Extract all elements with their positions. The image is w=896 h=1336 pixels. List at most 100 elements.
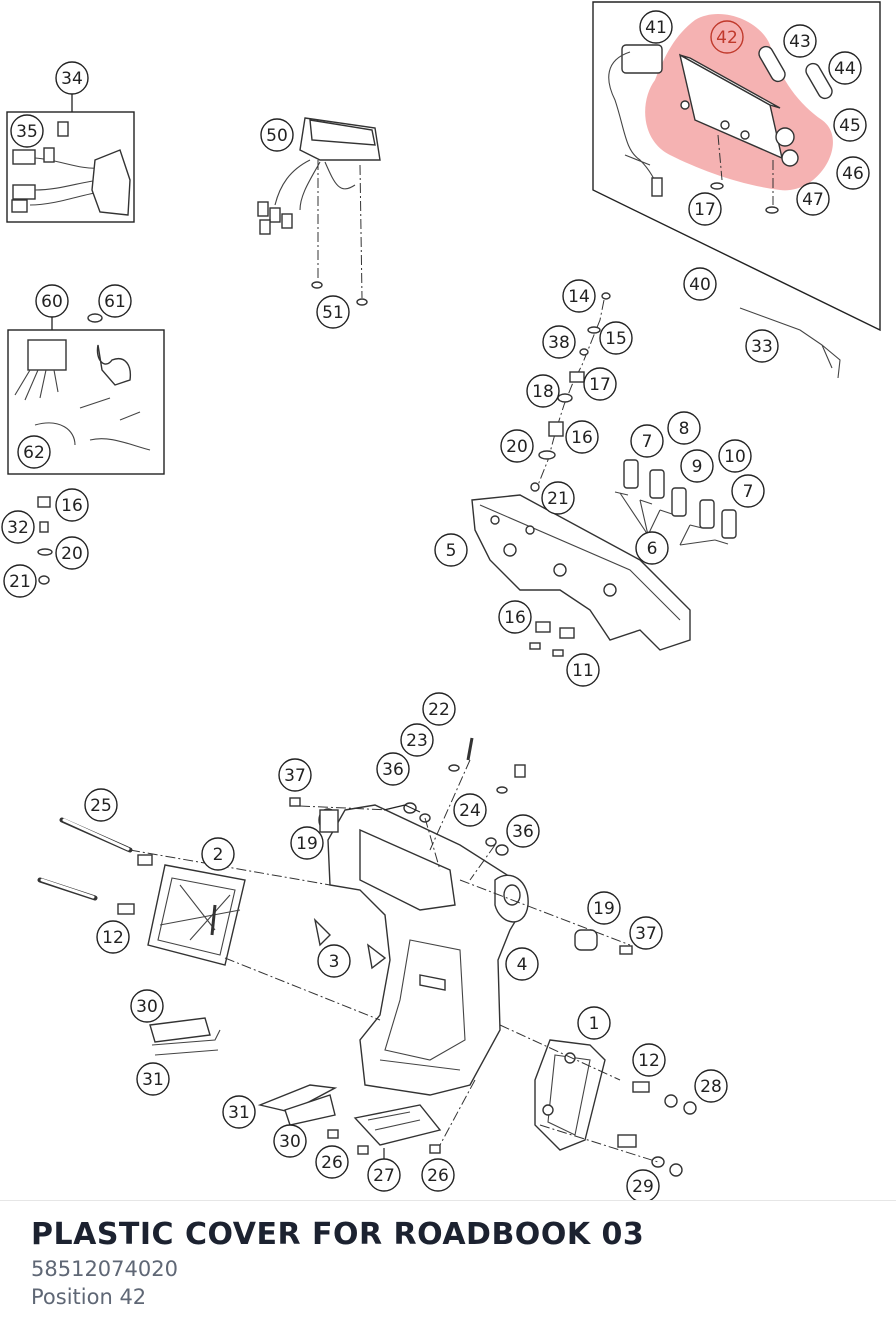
callout-label: 3 bbox=[329, 952, 340, 972]
part-2-plate bbox=[147, 864, 246, 966]
callout-35[interactable]: 35 bbox=[10, 114, 44, 148]
callout-21[interactable]: 21 bbox=[541, 481, 575, 515]
callout-33[interactable]: 33 bbox=[745, 329, 779, 363]
callout-32[interactable]: 32 bbox=[1, 510, 35, 544]
callout-label: 22 bbox=[428, 700, 450, 720]
callout-62[interactable]: 62 bbox=[17, 435, 51, 469]
callout-26[interactable]: 26 bbox=[421, 1158, 455, 1192]
callout-27[interactable]: 27 bbox=[367, 1158, 401, 1192]
callout-label: 14 bbox=[568, 287, 590, 307]
callout-61[interactable]: 61 bbox=[98, 284, 132, 318]
callout-40[interactable]: 40 bbox=[683, 267, 717, 301]
callout-label: 1 bbox=[589, 1014, 600, 1034]
part-4-main-frame bbox=[327, 804, 529, 1096]
part-43-ring bbox=[758, 45, 786, 83]
callout-26[interactable]: 26 bbox=[315, 1145, 349, 1179]
callout-1[interactable]: 1 bbox=[577, 1006, 611, 1040]
part-title: PLASTIC COVER FOR ROADBOOK 03 bbox=[31, 1217, 645, 1252]
callout-51[interactable]: 51 bbox=[316, 295, 350, 329]
callout-label: 6 bbox=[647, 539, 658, 559]
callout-label: 26 bbox=[427, 1166, 449, 1186]
pins-7-10 bbox=[614, 459, 737, 546]
part-info-footer: PLASTIC COVER FOR ROADBOOK 03 5851207402… bbox=[0, 1200, 896, 1336]
callout-12[interactable]: 12 bbox=[632, 1043, 666, 1077]
callout-37[interactable]: 37 bbox=[278, 758, 312, 792]
callout-7[interactable]: 7 bbox=[630, 424, 664, 458]
callout-29[interactable]: 29 bbox=[626, 1169, 660, 1200]
callout-36[interactable]: 36 bbox=[376, 752, 410, 786]
callout-30[interactable]: 30 bbox=[130, 989, 164, 1023]
callout-42[interactable]: 42 bbox=[710, 20, 744, 54]
callout-label: 45 bbox=[839, 116, 861, 136]
callout-label: 37 bbox=[284, 766, 306, 786]
callout-28[interactable]: 28 bbox=[694, 1069, 728, 1103]
callout-24[interactable]: 24 bbox=[453, 793, 487, 827]
part-42-plastic-cover[interactable] bbox=[678, 53, 783, 160]
callout-16[interactable]: 16 bbox=[498, 600, 532, 634]
callout-label: 12 bbox=[638, 1051, 660, 1071]
callout-50[interactable]: 50 bbox=[260, 118, 294, 152]
exploded-parts-diagram: 4142434445464717403334355051606162163220… bbox=[1, 1, 881, 1200]
callout-label: 26 bbox=[321, 1153, 343, 1173]
callout-22[interactable]: 22 bbox=[422, 692, 456, 726]
callout-19[interactable]: 19 bbox=[290, 826, 324, 860]
callout-31[interactable]: 31 bbox=[222, 1095, 256, 1129]
callout-label: 47 bbox=[802, 190, 824, 210]
callout-34[interactable]: 34 bbox=[55, 61, 89, 95]
callout-23[interactable]: 23 bbox=[400, 723, 434, 757]
callout-3[interactable]: 3 bbox=[317, 944, 351, 978]
callout-label: 20 bbox=[506, 437, 528, 457]
callout-41[interactable]: 41 bbox=[639, 10, 673, 44]
callout-label: 16 bbox=[504, 608, 526, 628]
callout-16[interactable]: 16 bbox=[565, 420, 599, 454]
callout-label: 31 bbox=[142, 1070, 164, 1090]
callout-label: 61 bbox=[104, 292, 126, 312]
callout-44[interactable]: 44 bbox=[828, 51, 862, 85]
callout-60[interactable]: 60 bbox=[35, 284, 69, 318]
callout-5[interactable]: 5 bbox=[434, 533, 468, 567]
callout-20[interactable]: 20 bbox=[55, 536, 89, 570]
callout-17[interactable]: 17 bbox=[688, 192, 722, 226]
callout-15[interactable]: 15 bbox=[599, 321, 633, 355]
callout-6[interactable]: 6 bbox=[635, 531, 669, 565]
callout-label: 7 bbox=[743, 482, 754, 502]
callout-37[interactable]: 37 bbox=[629, 916, 663, 950]
callout-12[interactable]: 12 bbox=[96, 920, 130, 954]
callout-label: 19 bbox=[296, 834, 318, 854]
callout-4[interactable]: 4 bbox=[505, 947, 539, 981]
callout-30[interactable]: 30 bbox=[273, 1124, 307, 1158]
callout-9[interactable]: 9 bbox=[680, 449, 714, 483]
callout-43[interactable]: 43 bbox=[783, 24, 817, 58]
callout-label: 35 bbox=[16, 122, 38, 142]
callout-45[interactable]: 45 bbox=[833, 108, 867, 142]
callout-2[interactable]: 2 bbox=[201, 837, 235, 871]
callout-18[interactable]: 18 bbox=[526, 374, 560, 408]
callout-46[interactable]: 46 bbox=[836, 156, 870, 190]
group-box-60 bbox=[7, 329, 165, 475]
callout-31[interactable]: 31 bbox=[136, 1062, 170, 1096]
callout-8[interactable]: 8 bbox=[667, 411, 701, 445]
callout-38[interactable]: 38 bbox=[542, 325, 576, 359]
callout-47[interactable]: 47 bbox=[796, 182, 830, 216]
callout-11[interactable]: 11 bbox=[566, 653, 600, 687]
callout-20[interactable]: 20 bbox=[500, 429, 534, 463]
callout-label: 51 bbox=[322, 303, 344, 323]
callout-21[interactable]: 21 bbox=[3, 564, 37, 598]
callout-7[interactable]: 7 bbox=[731, 474, 765, 508]
part-number: 58512074020 bbox=[31, 1257, 178, 1281]
callout-10[interactable]: 10 bbox=[718, 439, 752, 473]
callout-label: 17 bbox=[589, 375, 611, 395]
callout-25[interactable]: 25 bbox=[84, 788, 118, 822]
callout-label: 15 bbox=[605, 329, 627, 349]
callout-label: 44 bbox=[834, 59, 856, 79]
callout-16[interactable]: 16 bbox=[55, 488, 89, 522]
callout-label: 17 bbox=[694, 200, 716, 220]
callout-label: 50 bbox=[266, 126, 288, 146]
callout-14[interactable]: 14 bbox=[562, 279, 596, 313]
callout-19[interactable]: 19 bbox=[587, 891, 621, 925]
part-1-plate bbox=[534, 1039, 606, 1151]
callout-label: 20 bbox=[61, 544, 83, 564]
callout-label: 16 bbox=[571, 428, 593, 448]
callout-36[interactable]: 36 bbox=[506, 814, 540, 848]
callout-17[interactable]: 17 bbox=[583, 367, 617, 401]
